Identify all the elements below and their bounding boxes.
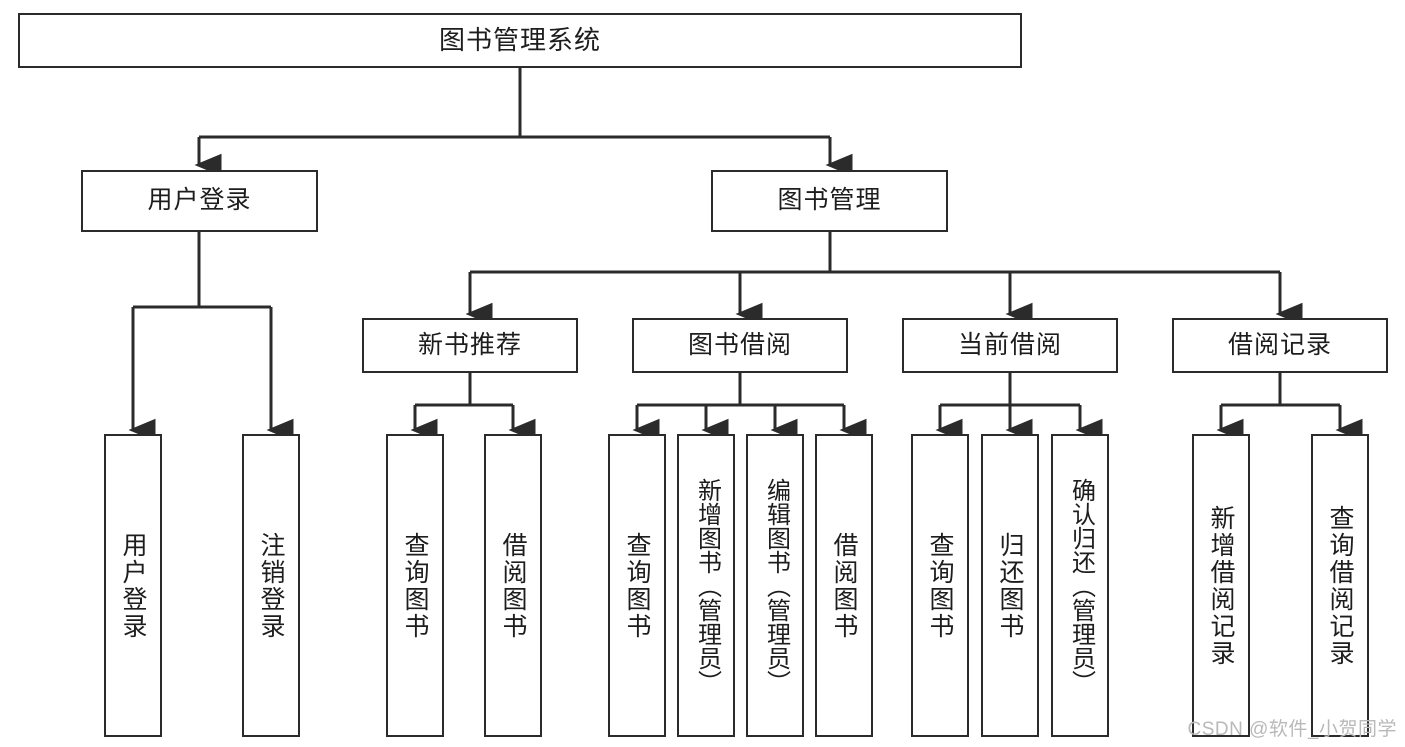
leaf-borrow-book[interactable]: 借阅图书 xyxy=(815,434,873,737)
node-root[interactable]: 图书管理系统 xyxy=(18,13,1022,68)
leaf-add-book-admin[interactable]: 新增图书（管理员） xyxy=(677,434,735,737)
leaf-query-book-borrow[interactable]: 查询图书 xyxy=(608,434,666,737)
csdn-watermark: CSDN @软件_小贺同学 xyxy=(1187,719,1397,740)
leaf-confirm-return-admin[interactable]: 确认归还（管理员） xyxy=(1051,434,1109,737)
leaf-borrow-book-recommend[interactable]: 借阅图书 xyxy=(484,434,542,737)
leaf-query-borrow-record[interactable]: 查询借阅记录 xyxy=(1311,434,1369,737)
leaf-query-book-recommend[interactable]: 查询图书 xyxy=(386,434,444,737)
leaf-add-borrow-record[interactable]: 新增借阅记录 xyxy=(1192,434,1250,737)
leaf-logout-login[interactable]: 注销登录 xyxy=(242,434,300,737)
node-user-login[interactable]: 用户登录 xyxy=(81,170,318,232)
node-borrow-record[interactable]: 借阅记录 xyxy=(1172,318,1388,373)
node-new-book-recommend[interactable]: 新书推荐 xyxy=(362,318,578,373)
leaf-query-book-current[interactable]: 查询图书 xyxy=(911,434,969,737)
leaf-return-book[interactable]: 归还图书 xyxy=(981,434,1039,737)
node-book-borrow[interactable]: 图书借阅 xyxy=(632,318,848,373)
leaf-user-login[interactable]: 用户登录 xyxy=(104,434,162,737)
node-current-borrow[interactable]: 当前借阅 xyxy=(902,318,1118,373)
node-book-management[interactable]: 图书管理 xyxy=(711,170,948,232)
leaf-edit-book-admin[interactable]: 编辑图书（管理员） xyxy=(746,434,804,737)
